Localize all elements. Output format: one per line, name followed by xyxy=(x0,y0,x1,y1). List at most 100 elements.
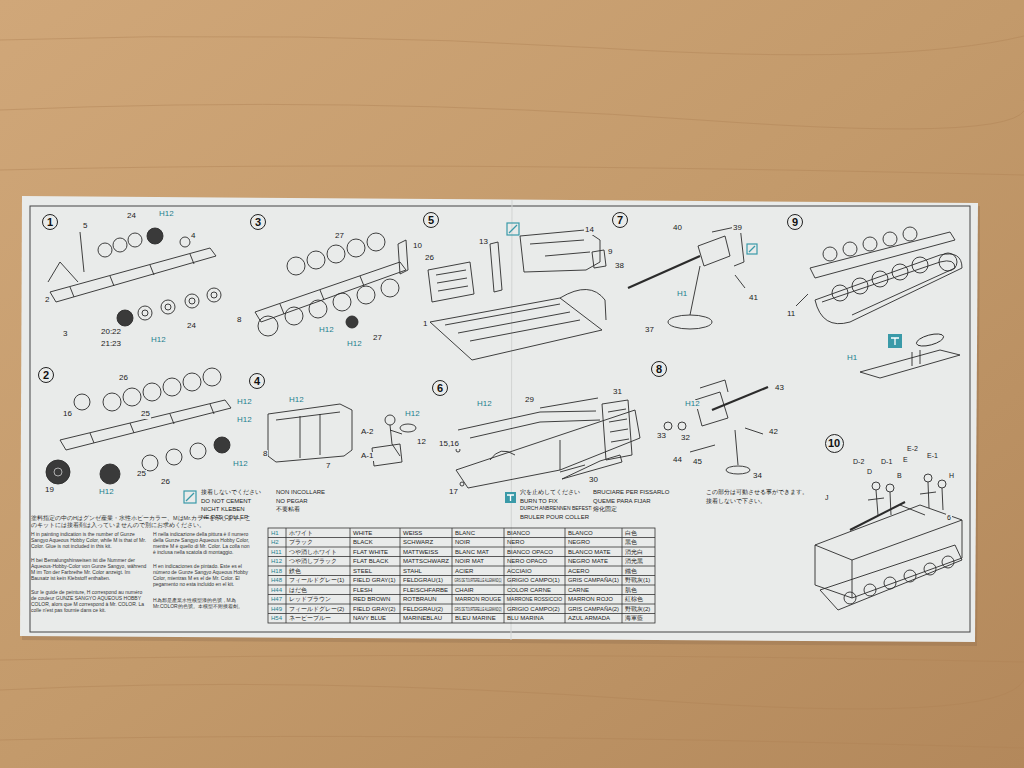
step-number: 3 xyxy=(255,216,261,228)
callout-number: 30 xyxy=(588,476,599,485)
callout-number: 40 xyxy=(672,224,683,233)
callout-number: 43 xyxy=(774,384,785,393)
table-cell: WEISS xyxy=(402,530,423,537)
table-cell: STEEL xyxy=(352,568,373,575)
table-cell: GRIGIO CAMPO(2) xyxy=(506,606,561,613)
table-cell: NOIR MAT xyxy=(454,558,485,565)
callout-number: 16 xyxy=(62,410,73,419)
callout-number: J xyxy=(824,494,830,502)
note-text: 接着しないで下さい。 xyxy=(705,498,767,505)
table-cell: BLANC xyxy=(454,530,476,537)
step-number: 8 xyxy=(656,363,662,375)
table-cell: GRIS DE TOURTERELLE ALLEMAND(2) xyxy=(454,606,502,613)
step-number-circle: 8 xyxy=(651,361,667,377)
table-cell: ROTBRAUN xyxy=(402,596,438,603)
step-number: 7 xyxy=(617,214,623,226)
callout-number: 6 xyxy=(946,514,952,522)
table-cell: MARRONE ROSSICCIO xyxy=(506,596,563,603)
table-cell: CHAIR xyxy=(454,587,475,594)
paint-code: H12 xyxy=(236,416,253,425)
paper-fold xyxy=(511,200,512,640)
table-cell: FLAT BLACK xyxy=(352,558,389,565)
table-cell: 肌色 xyxy=(624,587,638,594)
table-cell: STAHL xyxy=(402,568,423,575)
color-table-grid xyxy=(268,528,655,623)
paint-code: H12 xyxy=(232,460,249,469)
table-cell: H49 xyxy=(270,606,283,613)
paint-code: H12 xyxy=(404,410,421,419)
callout-number: 29 xyxy=(524,396,535,405)
step-number-circle: 7 xyxy=(612,212,628,228)
table-cell: BLEU MARINE xyxy=(454,615,497,622)
table-cell: ACERO xyxy=(567,568,590,575)
step-number-circle: 5 xyxy=(423,212,439,228)
paint-code: H12 xyxy=(98,488,115,497)
step-number-circle: 9 xyxy=(787,214,803,230)
table-cell: FELDGRAU(2) xyxy=(402,606,444,613)
paint-code: H12 xyxy=(236,398,253,407)
step-number: 1 xyxy=(47,216,53,228)
callout-number: 27 xyxy=(372,334,383,343)
symbol-caption: QUEME PARA FIJAR xyxy=(592,498,652,505)
symbol-caption: 穴を止めしてください xyxy=(519,489,581,496)
callout-number: 38 xyxy=(614,262,625,271)
callout-number: 26 xyxy=(424,254,435,263)
table-cell: 白色 xyxy=(624,530,638,537)
paint-code: H12 xyxy=(476,400,493,409)
paint-note: H in painting indication is the number o… xyxy=(30,531,150,549)
callout-number: 7 xyxy=(325,462,331,471)
paint-code: H12 xyxy=(684,400,701,409)
table-cell: ネービーブルー xyxy=(288,615,332,622)
step-number-circle: 2 xyxy=(38,367,54,383)
table-cell: H44 xyxy=(270,587,283,594)
table-cell: RED BROWN xyxy=(352,596,391,603)
table-cell: H48 xyxy=(270,577,283,584)
paper-sheet xyxy=(20,196,978,642)
table-cell: BLANCO MATE xyxy=(567,549,612,556)
table-cell: 紅棕色 xyxy=(624,596,644,603)
step-number-circle: 1 xyxy=(42,214,58,230)
paint-code: H1 xyxy=(846,354,858,363)
table-cell: GRIGIO CAMPO(1) xyxy=(506,577,561,584)
step-number-circle: 3 xyxy=(250,214,266,230)
callout-number: E xyxy=(902,456,909,464)
sheet-border xyxy=(30,206,970,632)
table-cell: H12 xyxy=(270,558,283,565)
step-number-circle: 6 xyxy=(432,380,448,396)
table-cell: FELDGRAU(1) xyxy=(402,577,444,584)
table-cell: 黑色 xyxy=(624,539,638,546)
table-cell: H11 xyxy=(270,549,283,556)
callout-number: D xyxy=(866,468,873,476)
symbol-caption: 熔化固定 xyxy=(592,506,618,513)
paint-note: H為郡是產業水性模型漆的色號，M為Mr.COLOR的色號。本模型不附接着劑。 xyxy=(152,597,252,609)
table-cell: 鉄色 xyxy=(288,568,302,575)
table-cell: MARRON ROUGE xyxy=(454,596,502,603)
callout-number: 21:23 xyxy=(100,340,122,349)
symbol-caption: DO NOT CEMENT xyxy=(200,498,252,505)
paint-note: Sur le guide de peinture, H correspond a… xyxy=(30,589,150,613)
callout-number: 41 xyxy=(748,294,759,303)
table-cell: ブラック xyxy=(288,539,314,546)
table-cell: ACIER xyxy=(454,568,474,575)
table-cell: H18 xyxy=(270,568,283,575)
callout-number: 44 xyxy=(672,456,683,465)
callout-number: 24 xyxy=(126,212,137,221)
table-cell: BIANCO xyxy=(506,530,531,537)
table-cell: BLACK xyxy=(352,539,374,546)
table-cell: MARRON ROJO xyxy=(567,596,614,603)
symbol-caption: BURN TO FIX xyxy=(519,498,559,505)
table-cell: NAVY BLUE xyxy=(352,615,387,622)
callout-number: 25 xyxy=(140,410,151,419)
callout-number: 26 xyxy=(160,478,171,487)
callout-number: 25 xyxy=(136,470,147,479)
symbol-caption: NO PEGAR xyxy=(275,498,309,505)
paint-code: H12 xyxy=(288,396,305,405)
table-cell: NERO OPACO xyxy=(506,558,548,565)
table-cell: MARINEBLAU xyxy=(402,615,443,622)
table-cell: GRIS DE TOURTERELLE ALLEMAND(1) xyxy=(454,577,502,584)
table-cell: H54 xyxy=(270,615,283,622)
step-number: 9 xyxy=(792,216,798,228)
callout-number: 4 xyxy=(190,232,196,241)
table-cell: 海軍藍 xyxy=(624,615,644,622)
